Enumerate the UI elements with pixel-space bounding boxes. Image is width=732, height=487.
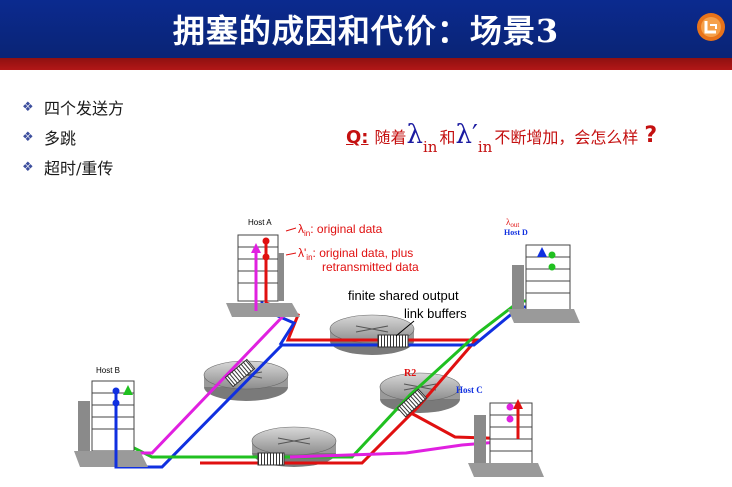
host-c-icon [468, 402, 544, 477]
host-b-icon [74, 380, 148, 467]
buffer-top [377, 334, 409, 348]
lambda-subscript: in [423, 138, 438, 156]
host-c-label: Host C [456, 385, 483, 395]
diamond-bullet-icon: ❖ [22, 99, 34, 115]
header-band [0, 58, 732, 70]
bullet-item: ❖ 超时/重传 [22, 152, 124, 182]
legend-lambda-out: λout [506, 217, 519, 229]
lambda-prime-symbol: λ′ [455, 120, 478, 150]
bullet-text: 四个发送方 [44, 99, 125, 118]
host-c-flows [506, 399, 523, 439]
question-part2: 和 [439, 128, 456, 147]
lambda-prime-text-line2: retransmitted data [322, 260, 419, 274]
svg-text:λin: original data: λin: original data [298, 222, 383, 238]
question-mark: ? [644, 123, 658, 148]
bullet-item: ❖ 多跳 [22, 122, 124, 152]
lambda-in-symbol: λ [298, 222, 304, 236]
bullet-item: ❖ 四个发送方 [22, 92, 124, 122]
logo-icon [697, 13, 725, 41]
question-text: Q: 随着 λ in 和 λ′ in 不断增加，会怎么样 ? [346, 108, 658, 156]
svg-text:λ'in: original data, plus: λ'in: original data, plus [298, 246, 413, 262]
lambda-prime-subscript: in [477, 138, 493, 156]
lambda-prime-text: : original data, plus [313, 246, 414, 260]
buffer-bottom [257, 452, 285, 466]
legend-lambda-prime: λ'in: original data, plus retransmitted … [285, 246, 419, 274]
lambda-in-subscript: in [304, 229, 310, 238]
question-part1: 随着 [374, 128, 407, 147]
host-d-label: Host D [504, 228, 528, 237]
router-r2-label: R2 [404, 368, 416, 379]
lambda-prime-subscript: in [306, 253, 312, 262]
lambda-out-symbol: λ [506, 217, 511, 227]
diamond-bullet-icon: ❖ [22, 129, 34, 145]
router-top [329, 314, 415, 355]
host-a-icon [226, 234, 300, 317]
network-diagram: Host A Host B Host C Host D R2 λin: orig… [74, 217, 580, 477]
host-d-flows [537, 247, 556, 271]
bullet-text: 超时/重传 [44, 159, 114, 178]
buffer-annotation: finite shared output link buffers [348, 288, 467, 337]
slide-header [0, 0, 732, 58]
flow-magenta [120, 247, 512, 459]
buffer-label-line2: link buffers [404, 306, 467, 321]
legend-lambda-in: λin: original data [285, 222, 383, 238]
flow-green [126, 253, 554, 459]
bullet-list: ❖ 四个发送方 ❖ 多跳 ❖ 超时/重传 [22, 92, 124, 182]
host-d-icon [508, 244, 580, 323]
buffer-left [224, 358, 256, 388]
lambda-in-text: : original data [310, 222, 382, 236]
host-b-flows [112, 385, 133, 467]
slide-title: 拥塞的成因和代价：场景3 [172, 12, 560, 50]
buffer-r2 [396, 388, 428, 418]
diamond-bullet-icon: ❖ [22, 159, 34, 175]
bullet-text: 多跳 [44, 129, 77, 148]
lambda-out-subscript: out [510, 221, 519, 229]
question-label: Q: [346, 127, 369, 148]
host-b-label: Host B [96, 366, 120, 375]
question-part3: 不断增加，会怎么样 [494, 128, 639, 147]
lambda-symbol: λ [406, 120, 423, 150]
host-a-label: Host A [248, 218, 272, 227]
lambda-prime-symbol: λ' [298, 246, 306, 260]
host-a-flows [251, 237, 270, 311]
buffer-label-line1: finite shared output [348, 288, 459, 303]
svg-text:λout: λout [506, 217, 519, 229]
